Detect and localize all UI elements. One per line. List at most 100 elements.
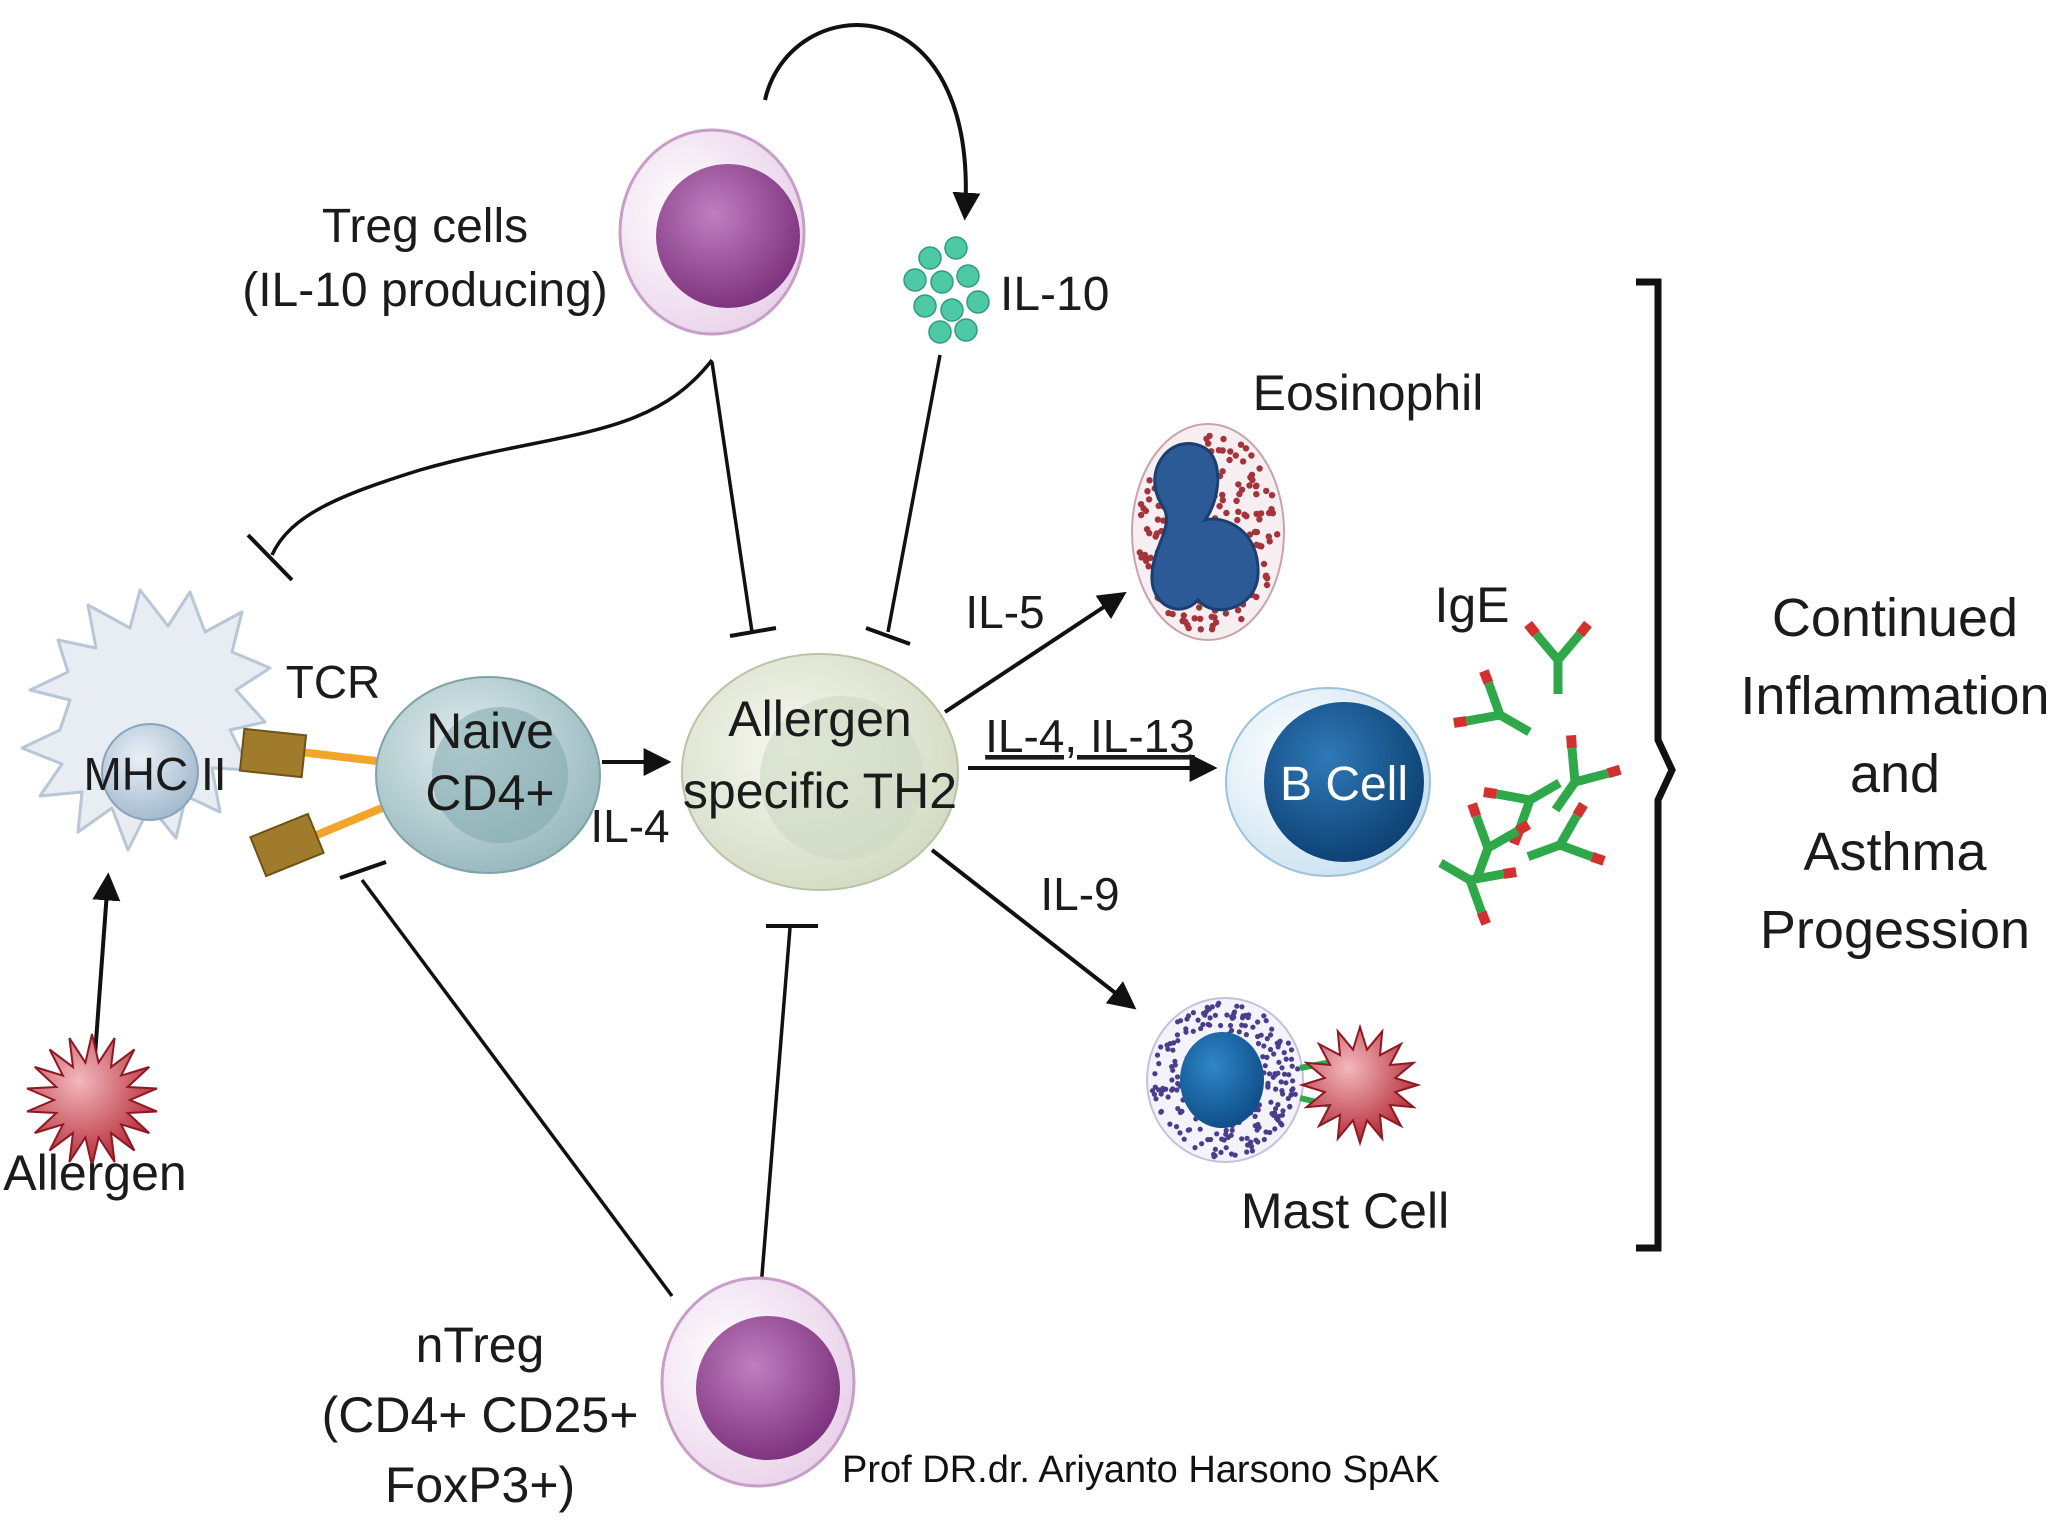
granule xyxy=(1245,1014,1251,1021)
granule xyxy=(1292,1091,1298,1097)
granule xyxy=(1250,1024,1256,1030)
granule xyxy=(1280,1108,1286,1114)
granule xyxy=(1240,1013,1246,1019)
granule xyxy=(1227,448,1234,455)
granule xyxy=(1137,511,1145,519)
granule xyxy=(1144,488,1151,495)
granule xyxy=(1170,1086,1176,1092)
granule xyxy=(1269,510,1277,517)
granule xyxy=(1273,1106,1279,1112)
granule xyxy=(1192,1145,1198,1151)
ntreg-label-line1: nTreg xyxy=(416,1317,545,1373)
granule xyxy=(1236,490,1243,498)
il10-inhibits-th2-bar xyxy=(865,626,911,646)
granule xyxy=(1254,1127,1260,1133)
ntreg-inhibits-th2-line xyxy=(758,927,792,1301)
ntreg-label-line3: FoxP3+) xyxy=(385,1457,575,1513)
granule xyxy=(1260,1054,1266,1060)
granule xyxy=(1190,1028,1196,1034)
granule xyxy=(1205,1137,1211,1143)
granule xyxy=(1281,1071,1288,1077)
granule xyxy=(1239,1136,1245,1142)
granule xyxy=(1295,1066,1301,1072)
granule xyxy=(1141,551,1149,559)
il10-label: IL-10 xyxy=(1000,268,1109,321)
granule xyxy=(1261,1013,1267,1019)
treg-to-il10-arrow xyxy=(763,23,981,221)
il4-small-label: IL-4 xyxy=(590,800,669,852)
ige-antibodies xyxy=(1438,620,1622,926)
naive-label-line1: Naive xyxy=(426,703,554,759)
granule xyxy=(1158,1044,1164,1050)
granule xyxy=(1149,1088,1156,1094)
granule xyxy=(1170,1067,1176,1073)
granule xyxy=(1256,516,1263,523)
granule xyxy=(1265,1083,1271,1089)
ige-antibody xyxy=(1453,669,1532,736)
granule xyxy=(1246,482,1253,489)
granule xyxy=(1251,528,1259,536)
granule xyxy=(1255,1040,1262,1047)
granule xyxy=(1264,1054,1270,1060)
allergen-particle xyxy=(26,1033,158,1167)
granule xyxy=(1280,1091,1286,1097)
granule xyxy=(1152,1071,1158,1077)
il4-il13-label: IL-4, IL-13 xyxy=(985,710,1195,762)
ige-label: IgE xyxy=(1434,577,1509,633)
granule xyxy=(1255,1121,1261,1128)
granule xyxy=(1207,1015,1213,1021)
granule xyxy=(1271,1051,1277,1057)
granule xyxy=(1211,1154,1217,1160)
outcome-line2: Inflammation xyxy=(1740,666,2048,726)
granule xyxy=(1197,1126,1203,1132)
granule xyxy=(1200,1010,1207,1016)
granule xyxy=(1137,501,1145,508)
tcr-label: TCR xyxy=(286,656,381,708)
ntreg-cell xyxy=(660,1276,856,1488)
granule xyxy=(1255,1019,1261,1025)
granule xyxy=(1283,1056,1289,1062)
granule xyxy=(1236,1029,1242,1035)
granule xyxy=(1283,1080,1289,1086)
granule xyxy=(1239,1004,1245,1010)
granule xyxy=(1229,1014,1235,1020)
ige-antibody xyxy=(1551,734,1622,813)
granule xyxy=(1199,1141,1205,1147)
outcome-line1: Continued xyxy=(1772,588,2018,648)
allergen-to-mhc-arrow xyxy=(92,872,121,1056)
granule xyxy=(1212,619,1220,626)
granule xyxy=(1229,1127,1235,1133)
outcome-line5: Progession xyxy=(1760,900,2030,960)
granule xyxy=(1177,1018,1184,1024)
granule xyxy=(1158,1109,1164,1115)
granule xyxy=(1227,1022,1234,1029)
granule xyxy=(1233,497,1240,504)
outcome-line3: and xyxy=(1850,744,1940,804)
treg-inhibits-mhc-line xyxy=(270,358,714,556)
tcr-receptors xyxy=(238,727,386,878)
naive-cd4-cell xyxy=(375,676,601,874)
granule xyxy=(1184,1016,1190,1022)
granule xyxy=(1278,1079,1284,1085)
granule xyxy=(1214,1131,1220,1137)
granule xyxy=(1249,1148,1255,1154)
granule xyxy=(1235,481,1242,488)
granule xyxy=(1289,1087,1295,1093)
granule xyxy=(1253,482,1260,489)
granule xyxy=(1216,1000,1222,1006)
granule xyxy=(1165,1094,1171,1100)
author-credit: Prof DR.dr. Ariyanto Harsono SpAK xyxy=(842,1449,1440,1491)
granule xyxy=(1248,452,1255,459)
granule xyxy=(1158,1091,1164,1097)
granule xyxy=(1255,1033,1261,1040)
granule xyxy=(1290,1078,1296,1084)
granule xyxy=(1174,1087,1180,1093)
granule xyxy=(1257,510,1265,517)
granule xyxy=(1231,1009,1238,1015)
granule xyxy=(1219,497,1227,504)
granule xyxy=(1253,491,1260,498)
granule xyxy=(1153,530,1161,537)
th2-to-eosinophil-arrow xyxy=(943,591,1127,714)
granule xyxy=(1234,607,1242,614)
